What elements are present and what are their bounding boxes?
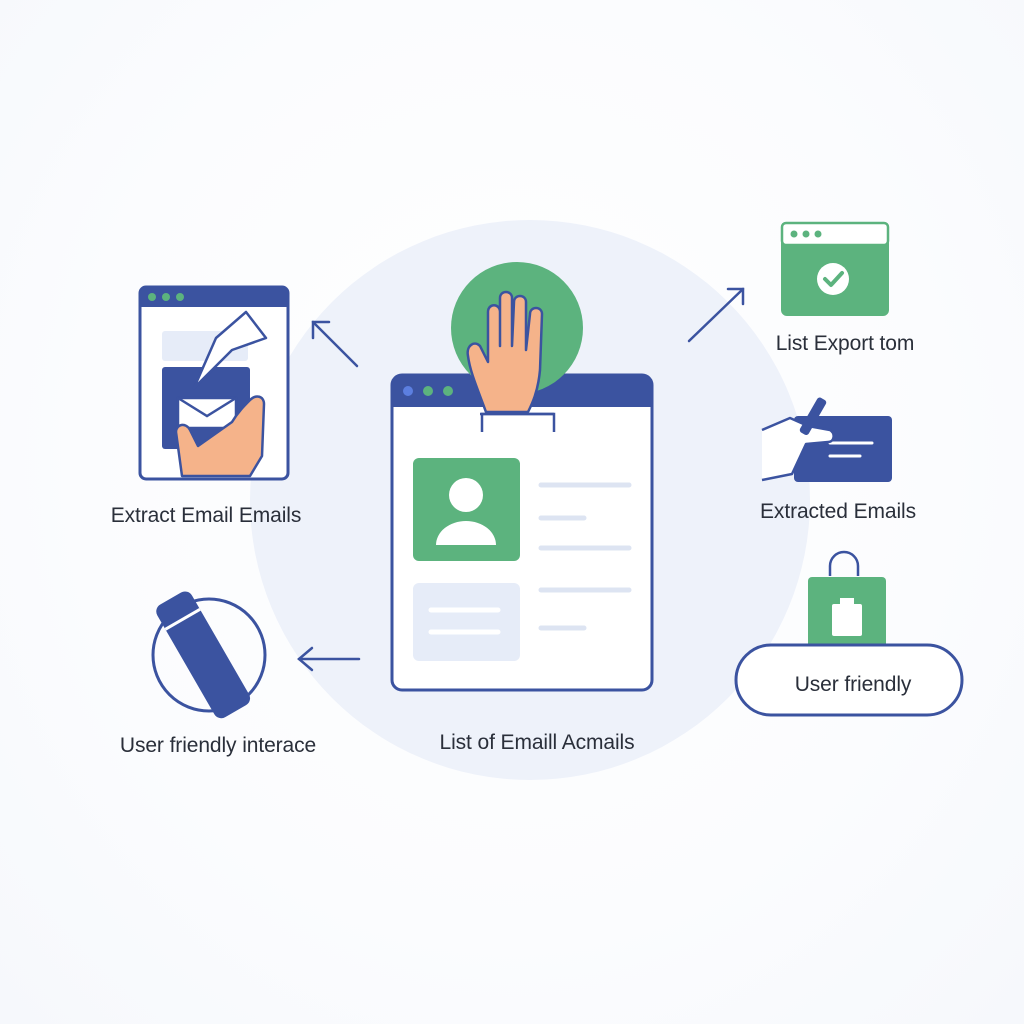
user-friendly-label: User friendly [794, 673, 912, 696]
arrow-icon [687, 287, 745, 343]
user-friendly-interface-label: User friendly interace [119, 734, 317, 757]
list-export-label: List Export tom [775, 332, 915, 355]
user-friendly-pill [734, 643, 964, 717]
arrow-icon [297, 646, 361, 672]
shopping-bag-icon [808, 550, 886, 657]
no-sign-icon [151, 591, 267, 719]
placeholder-card [413, 583, 520, 661]
email-list-label: List of Emaill Acmails [439, 731, 635, 754]
pen-icon [761, 397, 835, 482]
paper-plane-icon [192, 310, 268, 390]
check-icon [817, 263, 849, 295]
extract-email-label: Extract Email Emails [110, 504, 302, 527]
hand-holding-icon [174, 395, 266, 478]
raised-hand-icon [466, 290, 556, 432]
extracted-emails-label: Extracted Emails [760, 500, 916, 523]
envelope-icon [176, 396, 238, 430]
arrow-icon [311, 320, 359, 368]
content-lines [538, 482, 632, 631]
user-avatar-icon [413, 458, 520, 561]
